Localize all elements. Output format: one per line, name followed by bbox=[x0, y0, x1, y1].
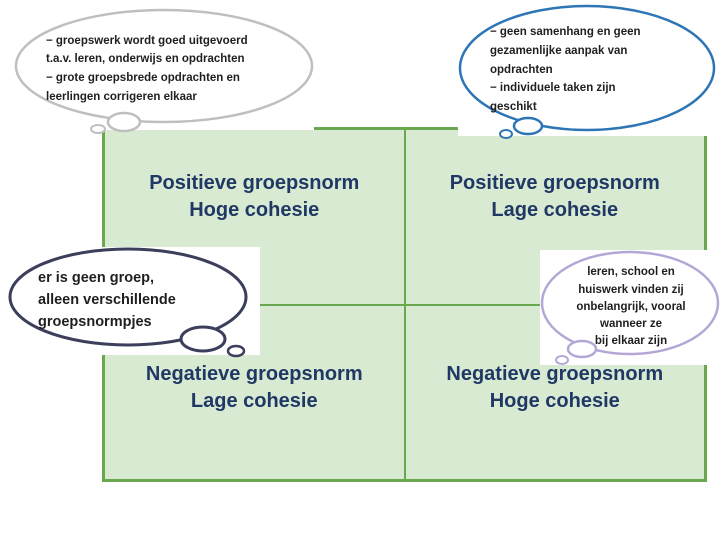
callout-text-middle-left: er is geen groep, alleen verschillende g… bbox=[38, 270, 176, 330]
matrix-cell-line1: Positieve groepsnorm bbox=[449, 172, 660, 194]
matrix-cell-line1: Positieve groepsnorm bbox=[149, 172, 360, 194]
bubble-shape-ellipse bbox=[540, 250, 720, 365]
callout-text-top-left: − groepswerk wordt goed uitgevoerd t.a.v… bbox=[46, 34, 248, 103]
matrix-cell-line2: Lage cohesie bbox=[491, 199, 619, 221]
callout-text-middle-right: leren, school en huiswerk vinden zij onb… bbox=[576, 266, 686, 348]
matrix-cell-line2: Lage cohesie bbox=[190, 389, 318, 412]
callout-text-top-right: − geen samenhang en geen gezamenlijke aa… bbox=[490, 26, 641, 113]
bubble-shape-ellipse bbox=[14, 8, 314, 134]
callout-bubble-top-left: − groepswerk wordt goed uitgevoerd t.a.v… bbox=[14, 8, 314, 134]
matrix-cell-line2: Hoge cohesie bbox=[489, 389, 620, 412]
matrix-cell-negative-high: Negatieve groepsnorm Hoge cohesie bbox=[404, 304, 705, 480]
matrix-cell-line2: Hoge cohesie bbox=[189, 199, 320, 221]
callout-bubble-middle-left: er is geen groep, alleen verschillende g… bbox=[8, 247, 260, 358]
matrix-cell-line1: Negatieve groepsnorm bbox=[145, 362, 363, 385]
matrix-cell-line1: Negatieve groepsnorm bbox=[446, 362, 664, 385]
bubble-shape-ellipse bbox=[458, 4, 716, 139]
bubble-shape-ellipse bbox=[8, 247, 248, 358]
callout-bubble-middle-right: leren, school en huiswerk vinden zij onb… bbox=[540, 250, 720, 365]
callout-bubble-top-right: − geen samenhang en geen gezamenlijke aa… bbox=[458, 4, 716, 139]
